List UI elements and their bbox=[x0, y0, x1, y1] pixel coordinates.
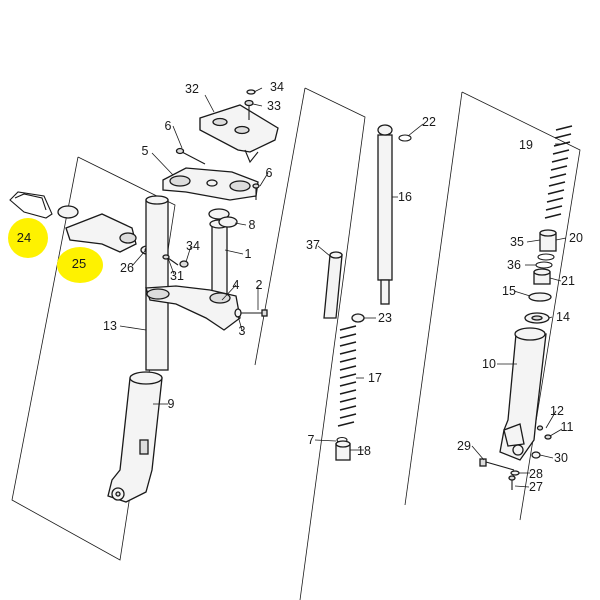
part-label-37: 37 bbox=[306, 238, 320, 252]
part-label-13: 13 bbox=[103, 319, 117, 333]
part-label-21: 21 bbox=[561, 274, 575, 288]
part-label-27: 27 bbox=[529, 480, 543, 494]
damper-rod-16 bbox=[377, 124, 393, 305]
top-bracket-32 bbox=[199, 104, 279, 164]
washer-34-middle bbox=[179, 260, 189, 268]
part-label-19: 19 bbox=[519, 138, 533, 152]
nut-8 bbox=[218, 216, 238, 228]
lower-triple-clamp-4 bbox=[145, 285, 241, 331]
handlebar-bracket-24 bbox=[9, 191, 79, 219]
washer-34-top bbox=[246, 89, 256, 95]
part-label-16: 16 bbox=[398, 190, 412, 204]
washer-28 bbox=[510, 470, 520, 476]
part-label-28: 28 bbox=[529, 467, 543, 481]
part-label-11: 11 bbox=[560, 420, 574, 434]
part-label-18: 18 bbox=[357, 444, 371, 458]
bolt-2 bbox=[240, 309, 268, 317]
group-outline-left bbox=[11, 156, 176, 561]
part-label-4: 4 bbox=[232, 278, 240, 292]
bolt-29 bbox=[479, 458, 515, 471]
group-outline-right bbox=[461, 91, 581, 521]
part-label-14: 14 bbox=[556, 310, 570, 324]
part-label-2: 2 bbox=[255, 278, 263, 292]
fork-slider-9 bbox=[107, 371, 163, 503]
part-label-32: 32 bbox=[185, 82, 199, 96]
piston-18 bbox=[335, 440, 351, 461]
part-label-1: 1 bbox=[244, 247, 252, 261]
seal-15 bbox=[528, 292, 552, 302]
ring-35 bbox=[537, 253, 555, 261]
ring-36 bbox=[535, 261, 553, 269]
part-label-22: 22 bbox=[422, 115, 436, 129]
part-label-33: 33 bbox=[267, 99, 281, 113]
part-label-3: 3 bbox=[238, 324, 246, 338]
seal-14 bbox=[524, 312, 550, 324]
part-label-20: 20 bbox=[569, 231, 583, 245]
fork-slider-10 bbox=[499, 327, 547, 461]
washer-30 bbox=[531, 451, 541, 459]
nut-23 bbox=[351, 313, 365, 323]
part-label-36: 36 bbox=[507, 258, 521, 272]
o-ring-22 bbox=[398, 134, 412, 142]
highlight-25 bbox=[57, 247, 103, 283]
upper-triple-clamp-5 bbox=[162, 167, 259, 201]
part-label-35: 35 bbox=[510, 235, 524, 249]
part-label-12: 12 bbox=[550, 404, 564, 418]
part-label-34-top: 34 bbox=[270, 80, 284, 94]
part-label-15: 15 bbox=[502, 284, 516, 298]
part-label-23: 23 bbox=[378, 311, 392, 325]
bolt-6-upper bbox=[175, 147, 206, 165]
fork-tube-13 bbox=[145, 195, 169, 371]
rod-37 bbox=[323, 251, 343, 319]
part-label-6-lower: 6 bbox=[265, 166, 273, 180]
screw-12 bbox=[536, 425, 544, 431]
group-outline-right-left bbox=[404, 91, 463, 506]
part-label-25: 25 bbox=[71, 256, 87, 271]
highlight-24 bbox=[8, 218, 48, 258]
part-label-9: 9 bbox=[167, 397, 175, 411]
part-label-29: 29 bbox=[457, 439, 471, 453]
group-outline-center-left bbox=[254, 87, 306, 366]
part-label-24: 24 bbox=[16, 230, 32, 245]
bushing-20 bbox=[539, 229, 557, 252]
part-label-5: 5 bbox=[141, 144, 149, 158]
screw-27 bbox=[508, 475, 516, 490]
part-label-10: 10 bbox=[482, 357, 496, 371]
part-label-6-upper: 6 bbox=[164, 119, 172, 133]
part-label-7: 7 bbox=[307, 433, 315, 447]
spring-19 bbox=[544, 125, 573, 219]
bolt-31 bbox=[162, 254, 179, 266]
bushing-21 bbox=[533, 268, 551, 285]
part-label-30: 30 bbox=[554, 451, 568, 465]
spring-17 bbox=[337, 325, 357, 427]
screw-11 bbox=[544, 434, 552, 440]
part-label-34-middle: 34 bbox=[186, 239, 200, 253]
part-label-26: 26 bbox=[120, 261, 134, 275]
part-label-31: 31 bbox=[170, 269, 184, 283]
bracket-25 bbox=[65, 213, 137, 253]
part-label-8: 8 bbox=[248, 218, 256, 232]
group-outline-center bbox=[299, 87, 366, 600]
bolt-33 bbox=[244, 99, 254, 120]
part-label-17: 17 bbox=[368, 371, 382, 385]
bolt-6-lower bbox=[252, 183, 260, 200]
leader-lines bbox=[119, 87, 567, 488]
washer-3 bbox=[234, 308, 242, 318]
